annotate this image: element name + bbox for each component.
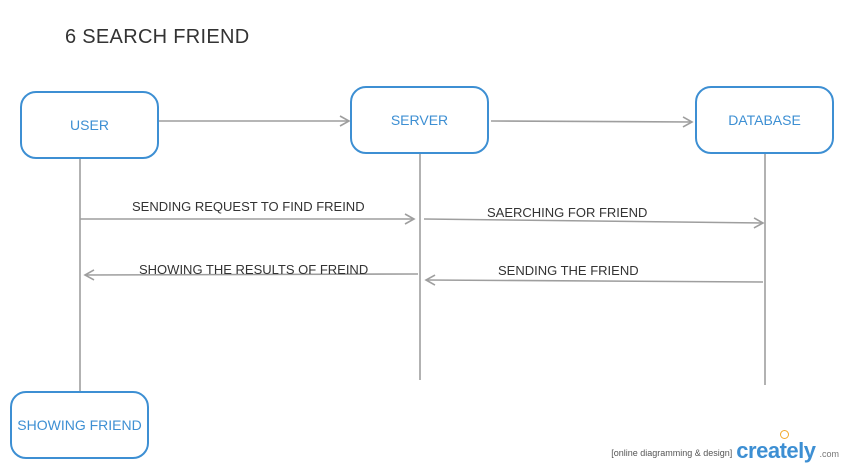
creately-logo: creately bbox=[736, 430, 816, 463]
lightbulb-icon bbox=[780, 430, 790, 439]
watermark-suffix: .com bbox=[819, 449, 839, 459]
showing-friend-node[interactable]: SHOWING FRIEND bbox=[10, 391, 149, 459]
watermark-brand: creately bbox=[736, 438, 816, 463]
user-node-label: USER bbox=[70, 117, 109, 133]
creately-watermark: [online diagramming & design] creately .… bbox=[611, 430, 839, 463]
m4-arrow bbox=[424, 274, 764, 286]
user-node[interactable]: USER bbox=[20, 91, 159, 159]
m3-arrow bbox=[83, 269, 419, 281]
message-label-sending: SENDING THE FRIEND bbox=[498, 263, 639, 278]
message-label-searching: SAERCHING FOR FRIEND bbox=[487, 205, 648, 220]
m2-arrow bbox=[423, 217, 765, 229]
watermark-tagline: [online diagramming & design] bbox=[611, 448, 733, 458]
database-node-label: DATABASE bbox=[728, 112, 801, 128]
message-label-results: SHOWING THE RESULTS OF FREIND bbox=[139, 262, 369, 277]
server-node-label: SERVER bbox=[390, 112, 449, 128]
message-label-request: SENDING REQUEST TO FIND FREIND bbox=[132, 199, 365, 214]
diagram-title: 6 SEARCH FRIEND bbox=[65, 26, 250, 48]
database-node[interactable]: DATABASE bbox=[695, 86, 834, 154]
server-node[interactable]: SERVER bbox=[350, 86, 489, 154]
server-to-database-arrow bbox=[490, 116, 694, 128]
showing-friend-label: SHOWING FRIEND bbox=[17, 417, 142, 433]
